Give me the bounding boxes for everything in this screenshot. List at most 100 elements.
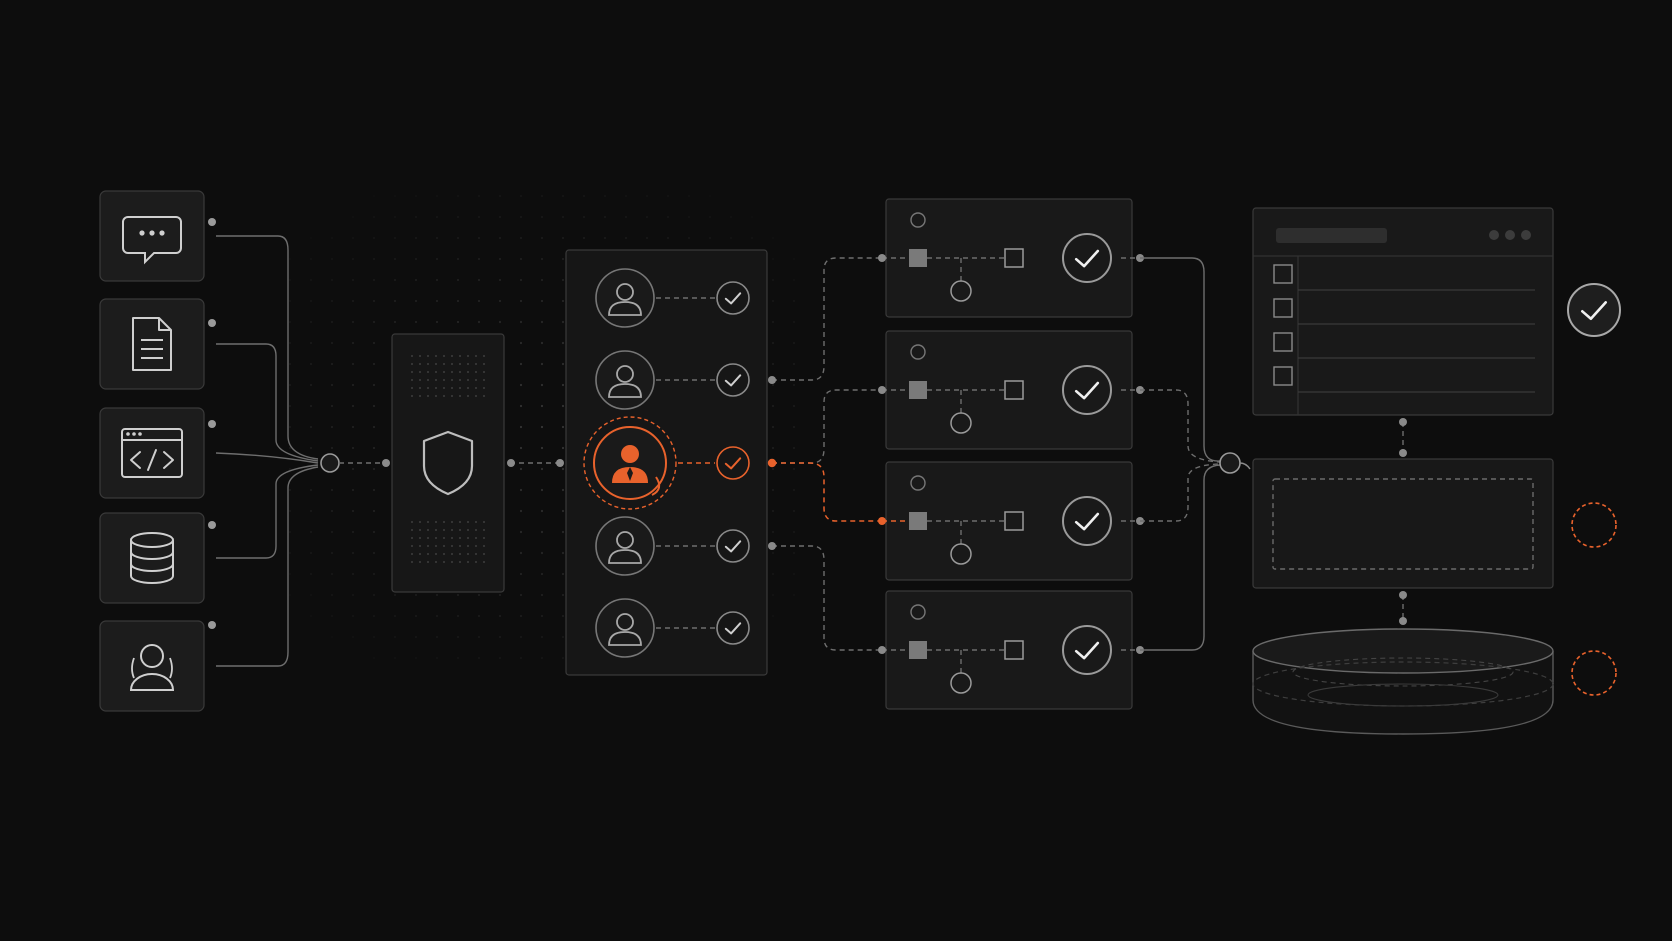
grid-dot (288, 404, 292, 408)
grid-dot (561, 551, 565, 555)
panel-texture-dot (459, 553, 461, 555)
grid-dot (435, 320, 439, 324)
panel-texture-dot (459, 371, 461, 373)
checklist-checkbox[interactable] (1273, 332, 1293, 352)
grid-dot (519, 299, 523, 303)
sources-to-hub-connectors (215, 235, 319, 667)
source-card-chat[interactable] (99, 190, 205, 282)
grid-dot (288, 299, 292, 303)
panel-texture-dot (467, 379, 469, 381)
grid-dot (540, 551, 544, 555)
grid-dot (372, 614, 376, 618)
panel-texture-dot (411, 545, 413, 547)
grid-dot (435, 194, 439, 198)
checklist-checkbox[interactable] (1273, 298, 1293, 318)
grid-dot (351, 446, 355, 450)
grid-dot (477, 257, 481, 261)
grid-dot (351, 320, 355, 324)
panel-texture-dot (475, 363, 477, 365)
grid-dot (540, 593, 544, 597)
task-card-task-1[interactable] (882, 198, 1140, 318)
checklist-status-check (1567, 283, 1621, 337)
grid-dot (645, 215, 649, 219)
grid-dot (540, 467, 544, 471)
grid-dot (414, 614, 418, 618)
body (608, 631, 642, 646)
agent-row-agent-5[interactable] (595, 598, 750, 658)
grid-dot (666, 194, 670, 198)
grid-dot (540, 383, 544, 387)
checklist-checkbox[interactable] (1273, 366, 1293, 386)
grid-dot (288, 362, 292, 366)
task-step-empty (1004, 511, 1024, 531)
grid-dot (498, 614, 502, 618)
grid-dot (708, 215, 712, 219)
grid-dot (792, 278, 796, 282)
panel-texture-dot (483, 379, 485, 381)
grid-dot (771, 614, 775, 618)
panel-texture-dot (451, 363, 453, 365)
checklist-checkbox[interactable] (1273, 264, 1293, 284)
panel-texture-dot (427, 355, 429, 357)
agent-row-agent-3[interactable] (583, 416, 750, 510)
grid-dot (624, 194, 628, 198)
grid-dot (666, 236, 670, 240)
source-card-document[interactable] (99, 298, 205, 390)
grid-dot (330, 551, 334, 555)
window-dot (138, 432, 142, 436)
agent-status-check-ring (716, 363, 750, 397)
grid-dot (456, 278, 460, 282)
grid-dot (540, 572, 544, 576)
grid-dot (624, 215, 628, 219)
panel-texture-dot (475, 379, 477, 381)
grid-dot (372, 383, 376, 387)
source-card-code[interactable] (99, 407, 205, 499)
grid-dot (372, 656, 376, 660)
cursor-arc (651, 476, 661, 496)
window-frame (121, 428, 183, 478)
grid-dot (792, 425, 796, 429)
cylinder-inner-ring (1292, 657, 1514, 687)
agent-row-agent-1[interactable] (595, 268, 750, 328)
source-output-dot (208, 319, 216, 327)
avatar-ring (595, 268, 655, 328)
source-card-database[interactable] (99, 512, 205, 604)
staging-drop-zone[interactable] (1272, 478, 1534, 570)
grid-dot (792, 299, 796, 303)
source-card-user[interactable] (99, 620, 205, 712)
agent-row-agent-2[interactable] (595, 350, 750, 410)
selection-ring-outer (583, 416, 677, 510)
panel-texture-dot (435, 355, 437, 357)
grid-dot (456, 593, 460, 597)
panel-texture-dot (483, 561, 485, 563)
grid-dot (414, 236, 418, 240)
check-icon (1074, 381, 1100, 400)
grid-dot (330, 530, 334, 534)
grid-dot (477, 236, 481, 240)
grid-dot (435, 257, 439, 261)
user-icon (608, 283, 642, 316)
grid-dot (519, 215, 523, 219)
grid-dot (330, 341, 334, 345)
check-icon (1581, 301, 1607, 321)
grid-dot (519, 656, 523, 660)
task-card-task-2[interactable] (882, 330, 1140, 450)
grid-dot (309, 236, 313, 240)
grid-dot (561, 404, 565, 408)
shield-outline (422, 430, 474, 496)
grid-dot (456, 215, 460, 219)
grid-dot (540, 215, 544, 219)
gateway-frame (391, 333, 505, 593)
agent-row-agent-4[interactable] (595, 516, 750, 576)
document-icon (132, 317, 172, 371)
grid-dot (540, 236, 544, 240)
grid-dot (288, 257, 292, 261)
panel-texture-dot (435, 521, 437, 523)
task-card-task-4[interactable] (882, 590, 1140, 710)
panel-texture-dot (467, 545, 469, 547)
grid-dot (330, 572, 334, 576)
grid-dot (540, 341, 544, 345)
task-card-task-3[interactable] (882, 461, 1140, 581)
grid-dot (561, 383, 565, 387)
